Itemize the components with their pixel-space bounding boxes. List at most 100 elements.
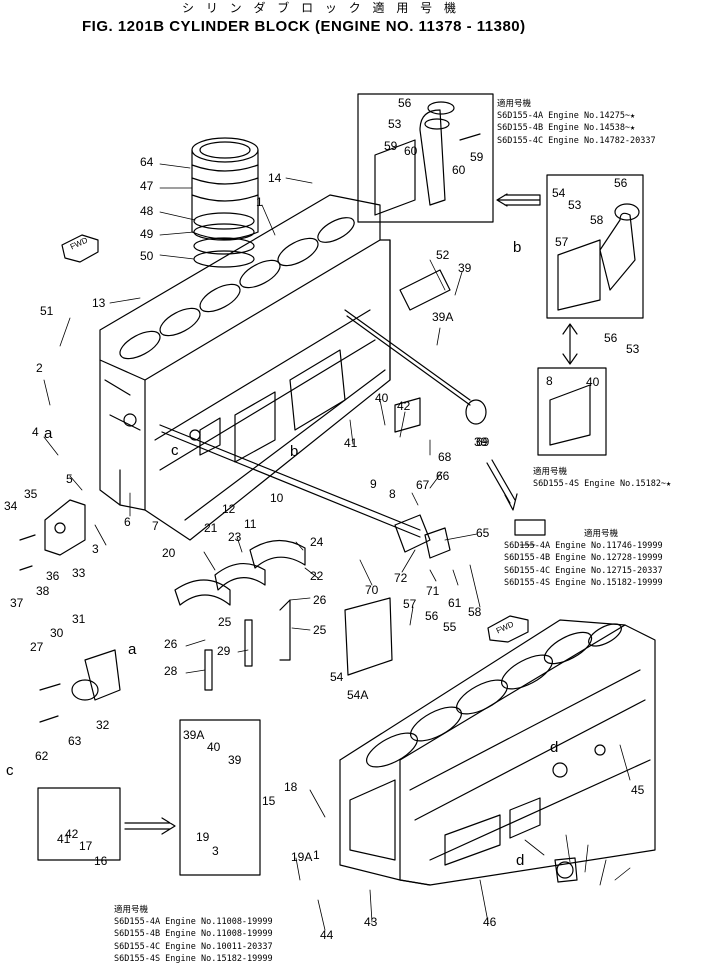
callout-number: 1 <box>256 195 263 209</box>
diag-arrow <box>486 459 518 511</box>
callout-number: 18 <box>284 780 298 794</box>
note-right-list: 適用号機 S6D155-4A Engine No.11746-19999 S6D… <box>504 528 663 589</box>
fwd-arrow-bottom <box>487 615 529 643</box>
callout-number: 58 <box>468 605 482 619</box>
callout-number: 43 <box>364 915 378 929</box>
callout-number: 5 <box>66 472 73 486</box>
callout-number: 22 <box>310 569 324 583</box>
callout-number: 59 <box>470 150 484 164</box>
view-letter: c <box>171 442 179 459</box>
detail-box-bottom-left <box>37 719 261 876</box>
callout-number: 28 <box>164 664 178 678</box>
callout-number: 45 <box>631 783 645 797</box>
callout-number: 63 <box>68 734 82 748</box>
detail-box-top <box>357 93 494 223</box>
callout-number: 62 <box>35 749 49 763</box>
callout-number: 46 <box>483 915 497 929</box>
fwd-arrow-top <box>61 234 99 263</box>
callout-number: 9 <box>370 477 377 491</box>
callout-number: 52 <box>436 248 450 262</box>
callout-number: 56 <box>425 609 439 623</box>
arrow-to-box <box>496 193 541 207</box>
callout-number: 3 <box>212 844 219 858</box>
note-heading: 適用号機 <box>533 467 568 477</box>
callout-number: 15 <box>262 794 276 808</box>
callout-number: 61 <box>448 596 462 610</box>
note-heading: 適用号機 <box>584 529 619 539</box>
callout-number: 23 <box>228 530 242 544</box>
callout-number: 40 <box>586 375 600 389</box>
callout-number: 39A <box>432 310 454 324</box>
callout-number: 59 <box>384 139 398 153</box>
callout-number: 53 <box>626 342 640 356</box>
callout-number: 6 <box>124 515 131 529</box>
callout-number: 25 <box>313 623 327 637</box>
callout-number: 31 <box>72 612 86 626</box>
callout-number: 55 <box>443 620 457 634</box>
note-line: S6D155-4S Engine No.15182-19999 <box>504 577 663 588</box>
note-line: S6D155-4A Engine No.11746-19999 <box>504 541 663 552</box>
callout-number: 39 <box>474 435 488 449</box>
callout-number: 56 <box>614 176 628 190</box>
note-line: S6D155-4C Engine No.14782-20337 <box>497 135 656 146</box>
left-side-parts <box>19 499 121 723</box>
callout-number: 53 <box>388 117 402 131</box>
callout-number: 39A <box>183 728 205 742</box>
piston-rings <box>193 212 255 268</box>
callout-number: 27 <box>30 640 44 654</box>
note-top-right: 適用号機 S6D155-4A Engine No.14275~★ S6D155-… <box>497 98 656 147</box>
note-heading: 適用号機 <box>114 905 149 915</box>
callout-number: 10 <box>270 491 284 505</box>
callout-number: 32 <box>96 718 110 732</box>
callout-number: 38 <box>36 584 50 598</box>
note-line: S6D155-4C Engine No.10011-20337 <box>114 941 273 952</box>
callout-number: 54 <box>330 670 344 684</box>
callout-number: 40 <box>207 740 221 754</box>
callout-number: 11 <box>244 517 257 531</box>
engine-block-lower <box>339 619 656 886</box>
callout-number: 29 <box>217 644 231 658</box>
callout-number: 53 <box>568 198 582 212</box>
callout-number: 44 <box>320 928 334 942</box>
callout-number: 34 <box>4 499 18 513</box>
view-letter: a <box>128 641 137 658</box>
callout-number: 12 <box>222 502 236 516</box>
callout-number: 50 <box>140 249 154 263</box>
callout-number: 54 <box>552 186 566 200</box>
callout-number: 56 <box>604 331 618 345</box>
view-letter: d <box>550 739 559 756</box>
bearing-caps <box>174 539 306 691</box>
engine-block-upper <box>99 194 391 541</box>
callout-number: 40 <box>375 391 389 405</box>
view-letter: c <box>6 762 14 779</box>
callout-number: 57 <box>403 597 417 611</box>
callout-number: 3 <box>92 542 99 556</box>
callout-number: 39 <box>228 753 242 767</box>
callout-number: 37 <box>10 596 24 610</box>
callout-number: 41 <box>344 436 358 450</box>
view-letter: b <box>513 239 522 256</box>
callout-number: 49 <box>140 227 154 241</box>
view-letter: d <box>516 852 525 869</box>
callout-number: 65 <box>476 526 490 540</box>
callout-number: 21 <box>204 521 218 535</box>
note-line: S6D155-4A Engine No.11008-19999 <box>114 917 273 928</box>
title-japanese: シ リ ン ダ ブ ロ ッ ク 適 用 号 機 <box>182 1 460 15</box>
callout-number: 14 <box>268 171 282 185</box>
note-bottom-left: 適用号機 S6D155-4A Engine No.11008-19999 S6D… <box>114 904 273 965</box>
note-mid-right: 適用号機 S6D155-4S Engine No.15182~★ <box>533 466 671 490</box>
note-heading: 適用号機 <box>497 99 532 109</box>
callout-number: 8 <box>389 487 396 501</box>
callout-number: 60 <box>404 144 418 158</box>
callout-number: 26 <box>164 637 178 651</box>
mid-right-parts <box>344 269 578 883</box>
callout-number: 64 <box>140 155 154 169</box>
callout-number: 30 <box>50 626 64 640</box>
callout-number: 26 <box>313 593 327 607</box>
callout-number: 57 <box>555 235 569 249</box>
callout-number: 2 <box>36 361 43 375</box>
note-line: S6D155-4B Engine No.14538~★ <box>497 123 636 134</box>
callout-number: 25 <box>218 615 232 629</box>
